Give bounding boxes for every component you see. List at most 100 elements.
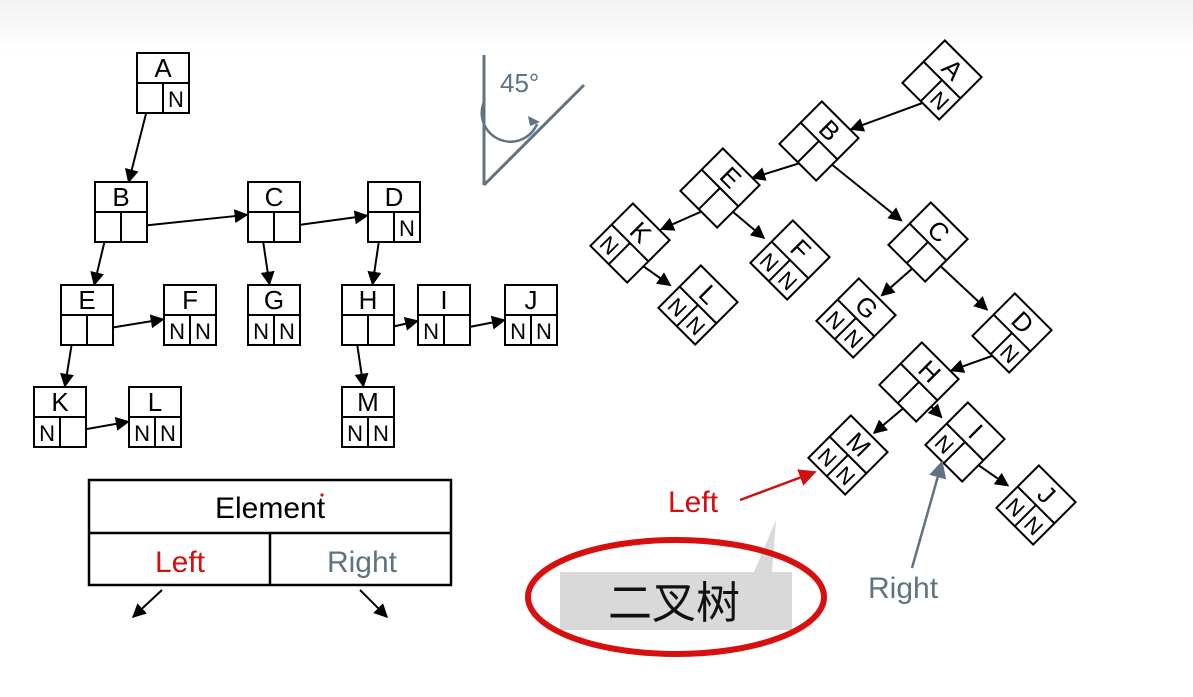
node-label: D: [385, 182, 404, 212]
node-label: K: [51, 387, 69, 417]
left-tree-node-k: KN: [33, 386, 87, 448]
node-split: [608, 242, 631, 265]
node-label: L: [148, 387, 162, 417]
rotated-tree-node-h: H: [877, 340, 961, 424]
binary-tree-callout: 二叉树: [525, 520, 827, 657]
node-split: [1014, 504, 1037, 527]
rotated-tree-node-m: MNN: [806, 413, 890, 497]
left-tree-node-h: H: [341, 284, 395, 346]
angle-diagonal-line: [482, 83, 586, 187]
node-label: G: [264, 285, 284, 315]
node-left-null: N: [253, 319, 269, 344]
angle-label: 45°: [500, 68, 539, 98]
legend-element-label: Element: [215, 492, 326, 525]
left-tree-node-i: IN: [417, 284, 471, 346]
rotated-tree-node-k: KN: [588, 201, 672, 285]
node-label: H: [359, 285, 378, 315]
node-label: C: [265, 182, 284, 212]
left-annotation: Left: [668, 469, 817, 519]
node-split: [698, 187, 721, 210]
callout-text: 二叉树: [608, 578, 740, 629]
node-right-null: N: [399, 216, 415, 241]
node-left-null: N: [134, 421, 150, 446]
node-right-null: N: [373, 421, 389, 446]
node-split: [797, 140, 820, 163]
node-left-null: N: [169, 319, 185, 344]
rotated-tree-node-a: AN: [900, 38, 984, 122]
node-split: [826, 454, 849, 477]
left-tree-node-c: C: [247, 181, 301, 243]
node-split: [906, 241, 929, 264]
node-split: [768, 259, 791, 282]
rotated-tree-node-j: JNN: [994, 463, 1078, 547]
left-tree-edge-b-c: [130, 209, 249, 228]
highlight-ellipse: [525, 537, 827, 657]
rotated-tree-edge-c-d: [933, 259, 989, 311]
node-right-null: N: [279, 319, 295, 344]
rotated-tree-node-e: E: [678, 146, 762, 230]
node-left-null: N: [39, 421, 55, 446]
node-divider: [700, 168, 740, 208]
node-label: F: [182, 285, 198, 315]
node-label: E: [78, 285, 95, 315]
node-right-null: N: [160, 421, 176, 446]
rotated-tree-node-g: GNN: [814, 276, 898, 360]
node-left-null: N: [347, 421, 363, 446]
slide-top-gradient: [0, 0, 1193, 52]
rotated-tree-node-f: FNN: [748, 218, 832, 302]
legend-left-arrow: [131, 589, 163, 618]
left-tree-edges: [60, 97, 506, 433]
node-split: [920, 79, 943, 102]
node-split: [897, 381, 920, 404]
left-annotation-arrow: [739, 469, 817, 502]
rotated-tree-edge-b-c: [824, 158, 903, 222]
node-left-null: N: [510, 319, 526, 344]
angle-arc: [480, 101, 539, 143]
node-split: [676, 304, 699, 327]
node-label: I: [440, 285, 447, 315]
node-split: [943, 441, 966, 464]
node-left-null: N: [423, 319, 439, 344]
right-annotation: Right: [868, 460, 947, 605]
angle-arrowhead: [528, 116, 540, 126]
rotated-tree-node-b: B: [777, 99, 861, 183]
node-divider: [836, 298, 876, 338]
node-label: A: [154, 53, 172, 83]
node-divider: [678, 285, 718, 325]
right-annotation-label: Right: [868, 572, 939, 605]
node-split: [834, 317, 857, 340]
legend-right-arrow: [359, 589, 388, 618]
cursor-dot: [320, 493, 324, 497]
node-label: J: [525, 285, 538, 315]
node-label: M: [357, 387, 379, 417]
left-tree-node-e: E: [60, 284, 114, 346]
rotated-tree-node-c: C: [886, 200, 970, 284]
node-right-null: N: [195, 319, 211, 344]
node-right-null: N: [536, 319, 552, 344]
node-structure-legend: Element Left Right: [87, 478, 453, 618]
legend-left-label: Left: [155, 546, 206, 579]
rotated-tree-node-l: LNN: [656, 263, 740, 347]
right-annotation-arrow: [910, 460, 947, 569]
callout-bubble: [560, 520, 792, 630]
angle-indicator: 45°: [480, 55, 586, 187]
left-tree-node-a: AN: [136, 52, 190, 114]
node-right-null: N: [168, 87, 184, 112]
left-tree-node-b: B: [94, 181, 148, 243]
rotated-tree-node-d: DN: [970, 291, 1054, 375]
left-tree-node-d: DN: [367, 181, 421, 243]
left-annotation-label: Left: [668, 486, 719, 519]
node-split: [990, 332, 1013, 355]
node-label: B: [112, 182, 129, 212]
node-divider: [992, 313, 1032, 353]
legend-right-label: Right: [327, 546, 398, 579]
